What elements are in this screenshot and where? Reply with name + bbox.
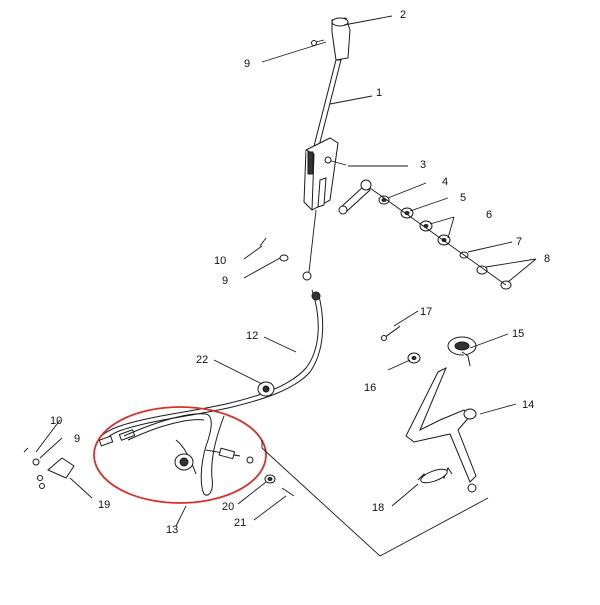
shift-knob (331, 17, 351, 61)
spring-18 (417, 466, 453, 484)
lever-bracket (303, 137, 339, 211)
pivot-bolt (324, 156, 347, 166)
callout-12: 12 (246, 330, 258, 342)
callout-8: 8 (544, 253, 550, 265)
pedal-arm-14 (405, 366, 477, 493)
callout-6: 6 (486, 209, 492, 221)
callout-7: 7 (516, 236, 522, 248)
callout-18: 18 (372, 502, 384, 514)
callout-21: 21 (234, 517, 246, 529)
callout-19: 19 (98, 499, 110, 511)
shift-cable (97, 209, 324, 447)
pin-21 (281, 487, 295, 497)
callout-10-left: 10 (50, 415, 62, 427)
washer-9-top (279, 254, 289, 262)
callout-15: 15 (512, 328, 524, 340)
callout-17: 17 (420, 306, 432, 318)
callout-13: 13 (166, 524, 178, 536)
shift-lever-screw (311, 39, 325, 46)
lever-link (338, 179, 372, 215)
callout-2: 2 (400, 9, 406, 21)
callout-16: 16 (364, 382, 376, 394)
pin-10-top (259, 237, 267, 247)
callout-5: 5 (460, 192, 466, 204)
pivot-axis-line (369, 187, 507, 286)
cable-grommet-22 (257, 381, 275, 397)
callout-11: 9 (244, 58, 250, 70)
pin-17 (381, 325, 401, 341)
callout-1: 1 (376, 87, 382, 99)
callout-22: 22 (196, 354, 208, 366)
callout-4: 4 (442, 176, 448, 188)
callout-3: 3 (420, 159, 426, 171)
cable-bracket-19 (23, 447, 75, 489)
washer-20 (264, 474, 276, 484)
shift-lever-rod (312, 59, 342, 151)
washer-16 (407, 352, 421, 364)
highlight-circle (93, 406, 267, 504)
callout-20: 20 (222, 501, 234, 513)
brake-cable-13 (123, 413, 254, 496)
leader-lines (35, 15, 537, 527)
callout-9-left: 9 (74, 433, 80, 445)
connector-line (261, 440, 489, 557)
callout-14: 14 (522, 399, 534, 411)
callout-10-top: 10 (214, 255, 226, 267)
pedal-pad-15 (447, 336, 477, 367)
callout-labels: 2 9 1 3 4 5 6 7 8 10 9 12 22 17 15 16 14… (50, 9, 550, 536)
callout-9-top: 9 (222, 275, 228, 287)
